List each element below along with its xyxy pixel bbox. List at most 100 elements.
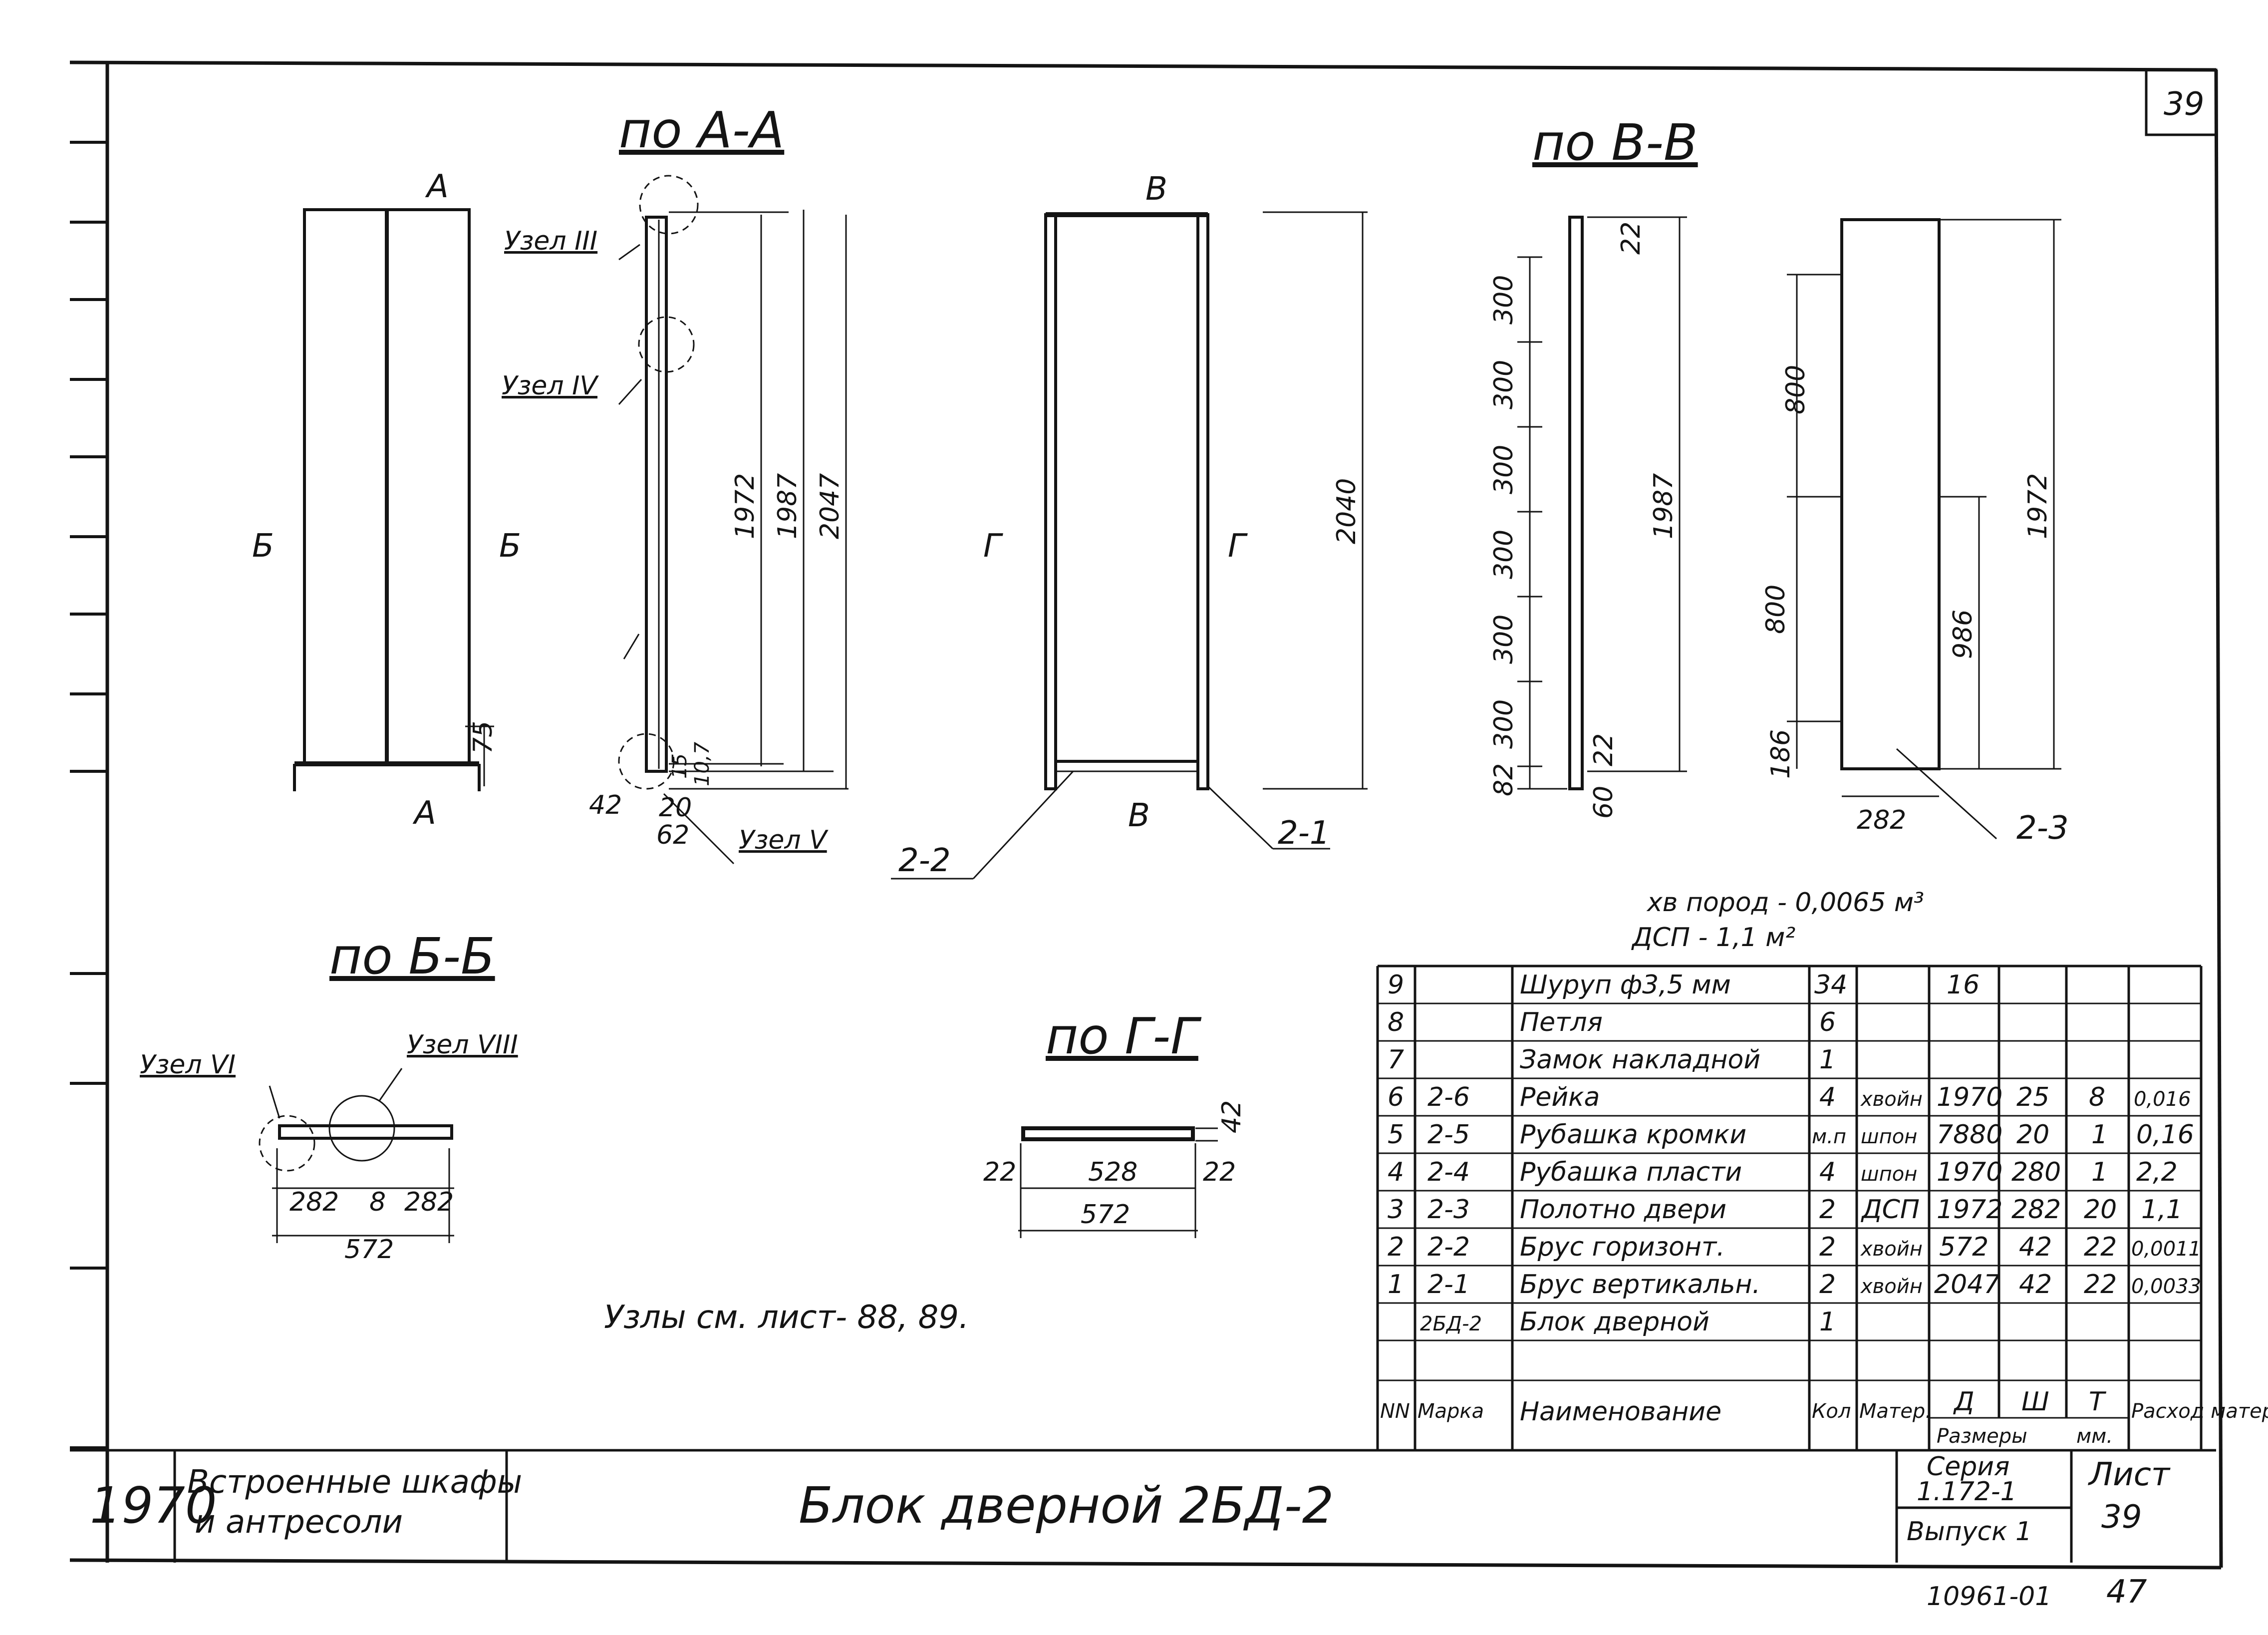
dim-300-3: 300 (1489, 445, 1519, 494)
section-aa (618, 175, 849, 865)
row4-mat: шпон (1861, 1163, 1917, 1186)
table-row: 7 Замок накладной 1 (1388, 1045, 1836, 1075)
header-nn: NN (1380, 1400, 1410, 1423)
table-header: NN Марка Наименование Кол Матер. Д Ш Т Р… (1380, 1387, 2268, 1448)
project-line-2: и антресоли (195, 1504, 403, 1541)
node-5-label: Узел V (739, 825, 829, 855)
dim-282-bb-right: 282 (404, 1187, 454, 1217)
row8-qty: 6 (1819, 1007, 1836, 1037)
section-gg (1018, 1126, 1218, 1238)
dim-62-aa: 62 (656, 820, 689, 850)
series-value: 1.172-1 (1917, 1477, 2017, 1507)
row9-name: Шуруп ф3,5 мм (1520, 970, 1731, 1000)
section-gg-title: по Г-Г (1046, 1007, 1202, 1065)
row6-t: 8 (2089, 1082, 2105, 1112)
section-vv (1517, 216, 1687, 790)
row5-name: Рубашка кромки (1520, 1120, 1746, 1150)
row2-nn: 2 (1388, 1232, 1404, 1262)
header-mat: Матер. (1859, 1400, 1932, 1423)
row5-mat: шпон (1861, 1125, 1917, 1148)
table-row: 2 2-2 Брус горизонт. 2 хвойн 572 42 22 0… (1388, 1232, 2201, 1262)
dim-572-gg: 572 (1081, 1200, 1130, 1230)
dim-800-top: 800 (1781, 365, 1811, 414)
row2-qty: 2 (1819, 1232, 1836, 1262)
nodes-reference-note: Узлы см. лист- 88, 89. (604, 1299, 969, 1336)
dim-60: 60 (1589, 786, 1619, 819)
row6-d: 1970 (1937, 1082, 2002, 1112)
row4-nn: 4 (1388, 1157, 1404, 1187)
dim-8-bb: 8 (369, 1187, 386, 1217)
sheet-frame (69, 60, 2223, 1570)
dim-20-aa: 20 (659, 793, 692, 823)
row4-t: 1 (2091, 1157, 2108, 1187)
header-t: Т (2089, 1387, 2107, 1417)
table-row: 8 Петля 6 (1388, 1007, 1836, 1037)
row1-nn: 1 (1388, 1270, 1404, 1300)
header-sizes: Размеры (1937, 1425, 2027, 1448)
header-mm: мм. (2076, 1425, 2113, 1448)
row1-qty: 2 (1819, 1270, 1836, 1300)
section-bb (259, 1068, 454, 1243)
dim-15: 15 (668, 753, 691, 779)
dim-2040: 2040 (1332, 478, 1362, 544)
cut-b-right: Б (499, 528, 521, 565)
table-row: 1 2-1 Брус вертикальн. 2 хвойн 2047 42 2… (1388, 1270, 2201, 1300)
dim-300-1: 300 (1489, 275, 1519, 325)
dim-300-4: 300 (1489, 530, 1519, 579)
row1-marka: 2-1 (1427, 1270, 1470, 1300)
sheet-value: 39 (2101, 1499, 2142, 1536)
dim-282-bb-left: 282 (289, 1187, 339, 1217)
row3-sh: 282 (2011, 1195, 2061, 1225)
table-row: 9 Шуруп ф3,5 мм 34 16 (1388, 970, 1980, 1000)
dim-22-bottom: 22 (1589, 733, 1619, 766)
dim-986: 986 (1948, 610, 1978, 659)
row6-name: Рейка (1520, 1082, 1600, 1112)
table-row: 3 2-3 Полотно двери 2 ДСП 1972 282 20 1,… (1388, 1195, 2183, 1225)
dim-10-7: 10,7 (691, 741, 714, 786)
row8-name: Петля (1520, 1007, 1603, 1037)
row6-qty: 4 (1819, 1082, 1836, 1112)
dim-22-top: 22 (1616, 222, 1646, 255)
row2-mat: хвойн (1860, 1238, 1923, 1261)
section-aa-title: по А-А (619, 101, 784, 159)
row4-name: Рубашка пласти (1520, 1157, 1742, 1187)
row3-qty: 2 (1819, 1195, 1836, 1225)
cut-a-bottom: А (412, 795, 436, 832)
row1-name: Брус вертикальн. (1520, 1270, 1760, 1300)
cut-v-bottom: В (1128, 797, 1150, 834)
dim-1987-aa: 1987 (773, 473, 803, 539)
part-2-2: 2-2 (898, 842, 951, 879)
row5-qty: м.п (1812, 1125, 1846, 1148)
row7-qty: 1 (1819, 1045, 1836, 1075)
row2-t: 22 (2084, 1232, 2117, 1262)
door-leaf-view (1787, 218, 2061, 840)
row3-marka: 2-3 (1427, 1195, 1470, 1225)
node-4-label: Узел IV (502, 371, 599, 401)
node-3-label: Узел III (504, 226, 597, 256)
node-6-label: Узел VI (140, 1050, 236, 1080)
row5-d: 7880 (1937, 1120, 2002, 1150)
front-elevation (293, 208, 494, 791)
row0-qty: 1 (1819, 1307, 1836, 1337)
title-year: 1970 (90, 1476, 217, 1535)
row4-marka: 2-4 (1427, 1157, 1470, 1187)
row5-nn: 5 (1388, 1120, 1404, 1150)
section-vv-title: по В-В (1532, 113, 1698, 172)
cut-a-top: А (425, 168, 449, 205)
table-row: 5 2-5 Рубашка кромки м.п шпон 7880 20 1 … (1388, 1120, 2194, 1150)
row3-name: Полотно двери (1520, 1195, 1726, 1225)
row3-r: 1,1 (2141, 1195, 2183, 1225)
series-label: Серия (1927, 1452, 2009, 1482)
row1-r: 0,0033 (2131, 1275, 2201, 1298)
dim-42-aa: 42 (589, 790, 622, 820)
spec-table-rows (1378, 1002, 2201, 1419)
cut-v-top: В (1145, 171, 1167, 208)
row1-mat: хвойн (1860, 1275, 1923, 1298)
row5-r: 0,16 (2136, 1120, 2194, 1150)
header-marka: Марка (1418, 1400, 1484, 1423)
part-2-3: 2-3 (2016, 810, 2069, 847)
dim-2047-aa: 2047 (815, 473, 845, 539)
cut-b-left: Б (252, 528, 274, 565)
issue-label: Выпуск 1 (1907, 1517, 2032, 1547)
